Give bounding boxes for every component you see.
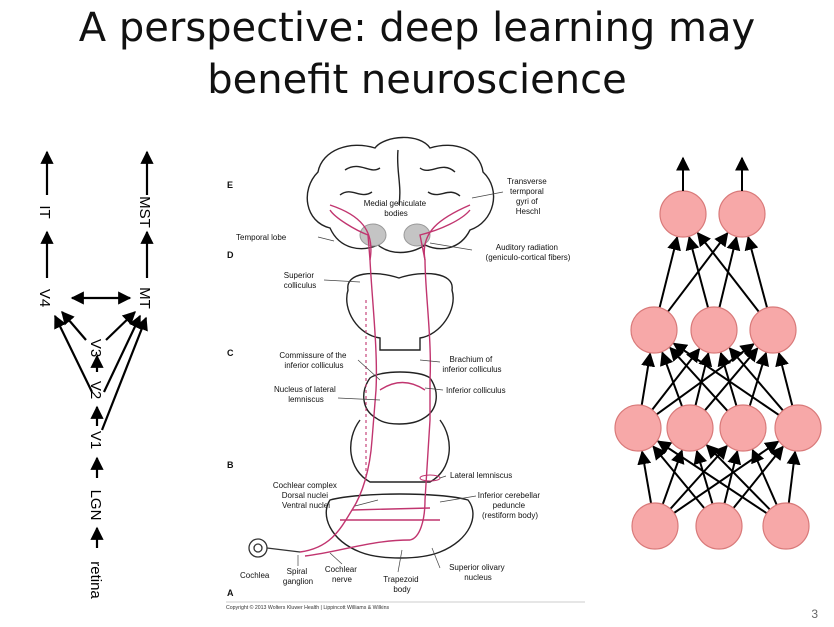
- panel-letter-a: A: [227, 588, 234, 598]
- network-edge: [723, 449, 742, 504]
- area-v1: V1: [87, 431, 104, 449]
- network-edge: [658, 235, 681, 308]
- network-node: [718, 190, 766, 238]
- network-edge: [786, 450, 801, 504]
- network-node: [614, 404, 662, 452]
- panel-letter-d: D: [227, 250, 234, 260]
- network-edge: [637, 450, 653, 504]
- network-node: [695, 502, 743, 550]
- panel-letter-e: E: [227, 180, 233, 190]
- network-edge: [673, 440, 780, 514]
- network-edge: [717, 351, 738, 407]
- label-temporal-lobe: Temporal lobe: [236, 233, 287, 242]
- area-v2: V2: [87, 381, 104, 399]
- network-edge: [732, 445, 784, 509]
- network-node: [762, 502, 810, 550]
- network-edge: [718, 235, 741, 308]
- network-edge: [669, 444, 728, 510]
- slide-title: A perspective: deep learning may benefit…: [0, 2, 834, 106]
- network-node: [719, 404, 767, 452]
- network-edge: [652, 445, 706, 509]
- label-inferior-cerebellar: Inferior cerebellar peduncle (restiform …: [478, 491, 542, 520]
- network-edge: [751, 448, 778, 506]
- network-edge: [660, 351, 684, 407]
- network-node: [631, 502, 679, 550]
- network-edge: [672, 342, 780, 416]
- network-edge: [656, 343, 755, 416]
- network-edge: [640, 352, 656, 406]
- label-brachium: Brachium of inferior colliculus: [442, 355, 501, 374]
- label-transverse-temporal: Transverse termporal gyri of Heschl: [507, 177, 549, 216]
- label-trapezoid-body: Trapezoid body: [383, 575, 421, 594]
- network-node: [690, 306, 738, 354]
- network-node: [659, 190, 707, 238]
- network-edge: [694, 351, 713, 406]
- network-edge: [693, 449, 714, 505]
- label-superior-colliculus: Superior colliculus: [284, 271, 316, 290]
- label-auditory-radiation: Auditory radiation (geniculo-cortical fi…: [486, 243, 571, 262]
- area-mt: MT: [136, 287, 153, 309]
- panel-letter-b: B: [227, 460, 234, 470]
- label-superior-olivary: Superior olivary nucleus: [449, 563, 507, 582]
- area-retina: retina: [87, 561, 104, 599]
- network-node: [666, 404, 714, 452]
- network-edge: [669, 346, 729, 412]
- label-medial-geniculate: Medial geniculate bodies: [364, 199, 429, 218]
- label-lateral-lemniscus: Lateral lemniscus: [450, 471, 512, 480]
- label-inferior-colliculus: Inferior colliculus: [446, 386, 506, 395]
- area-v4: V4: [36, 289, 53, 307]
- area-mst: MST: [136, 196, 153, 228]
- network-node: [630, 306, 678, 354]
- network-edge: [728, 347, 784, 412]
- network-node: [774, 404, 822, 452]
- title-line-2: benefit neuroscience: [207, 57, 627, 103]
- network-edge: [704, 347, 759, 412]
- panel-letter-c: C: [227, 348, 234, 358]
- network-edge: [656, 440, 768, 515]
- label-cochlear-nerve: Cochlear nerve: [325, 565, 359, 584]
- area-it: IT: [36, 205, 53, 218]
- label-cochlear-complex: Cochlear complex Dorsal nuclei Ventral n…: [273, 481, 339, 510]
- network-edge: [705, 444, 771, 511]
- label-nucleus-lateral-lemniscus: Nucleus of lateral lemniscus: [274, 385, 338, 404]
- label-cochlea: Cochlea: [240, 571, 270, 580]
- network-edge: [744, 235, 769, 309]
- label-commissure: Commissure of the inferior colliculus: [279, 351, 348, 370]
- page-number: 3: [811, 607, 818, 621]
- area-lgn: LGN: [87, 490, 104, 521]
- network-edge: [667, 232, 729, 313]
- network-edge: [748, 351, 769, 407]
- network-edge: [775, 351, 794, 406]
- figure-copyright: Copyright © 2013 Wolters Kluwer Health |…: [226, 604, 389, 611]
- network-edge: [661, 449, 685, 505]
- network-edge: [685, 235, 710, 309]
- label-spiral-ganglion: Spiral ganglion: [283, 567, 313, 586]
- network-node: [749, 306, 797, 354]
- network-edge: [696, 231, 760, 313]
- network-edge: [651, 347, 701, 411]
- title-line-1: A perspective: deep learning may: [78, 5, 756, 51]
- area-v3: V3: [87, 339, 104, 357]
